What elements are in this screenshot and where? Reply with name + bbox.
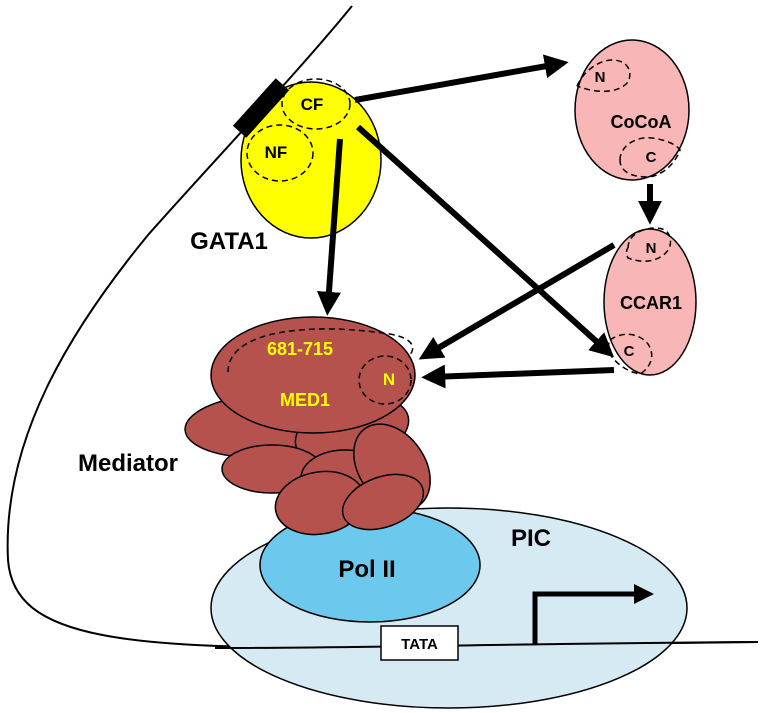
ccar1-n-domain bbox=[625, 227, 672, 262]
transcription-start-arrow bbox=[532, 584, 654, 645]
gata1-nf-domain bbox=[246, 124, 314, 182]
med1-label: MED1 bbox=[280, 390, 330, 410]
arrow-gata1-to-cocoa bbox=[354, 54, 569, 103]
mediator-subunit bbox=[341, 473, 425, 531]
arrow-ccar1n-to-med1 bbox=[418, 242, 616, 360]
gata1-label: GATA1 bbox=[190, 228, 268, 255]
mediator-subunits bbox=[184, 394, 431, 536]
ccar1-c-domain bbox=[607, 333, 653, 375]
gata1-binding-site bbox=[232, 78, 290, 138]
gata1-cf-domain bbox=[281, 78, 351, 130]
gata1-ellipse bbox=[240, 81, 382, 239]
ccar1-c-label: C bbox=[624, 343, 635, 360]
gata1-cf-label: CF bbox=[301, 95, 324, 114]
interaction-arrows bbox=[316, 54, 662, 389]
ccar1-n-label: N bbox=[646, 240, 657, 257]
pol2-label: Pol II bbox=[338, 556, 395, 583]
cocoa-c-domain bbox=[619, 137, 681, 178]
arrow-ccar1c-to-med1 bbox=[421, 364, 615, 389]
cocoa-n-label: N bbox=[595, 69, 606, 86]
dna-strand-front bbox=[214, 641, 759, 649]
med1-region-label: 681-715 bbox=[267, 339, 333, 359]
cocoa-c-label: C bbox=[646, 149, 657, 166]
pic-label: PIC bbox=[511, 525, 551, 552]
cocoa-ellipse bbox=[574, 39, 690, 181]
med1-ellipse bbox=[210, 316, 416, 434]
arrow-gata1-to-ccar1 bbox=[355, 124, 615, 358]
ccar1-label: CCAR1 bbox=[620, 293, 682, 313]
tata-label: TATA bbox=[401, 636, 438, 653]
arrow-gata1-to-med1 bbox=[316, 138, 343, 316]
gata1-nf-label: NF bbox=[265, 143, 288, 162]
tata-box bbox=[380, 625, 459, 661]
mediator-label: Mediator bbox=[78, 450, 178, 477]
med1-region-outline bbox=[227, 328, 414, 373]
cocoa-n-domain bbox=[576, 59, 631, 93]
med1-n-domain bbox=[358, 355, 412, 405]
cocoa-label: CoCoA bbox=[611, 112, 672, 132]
med1-n-label: N bbox=[383, 370, 395, 389]
